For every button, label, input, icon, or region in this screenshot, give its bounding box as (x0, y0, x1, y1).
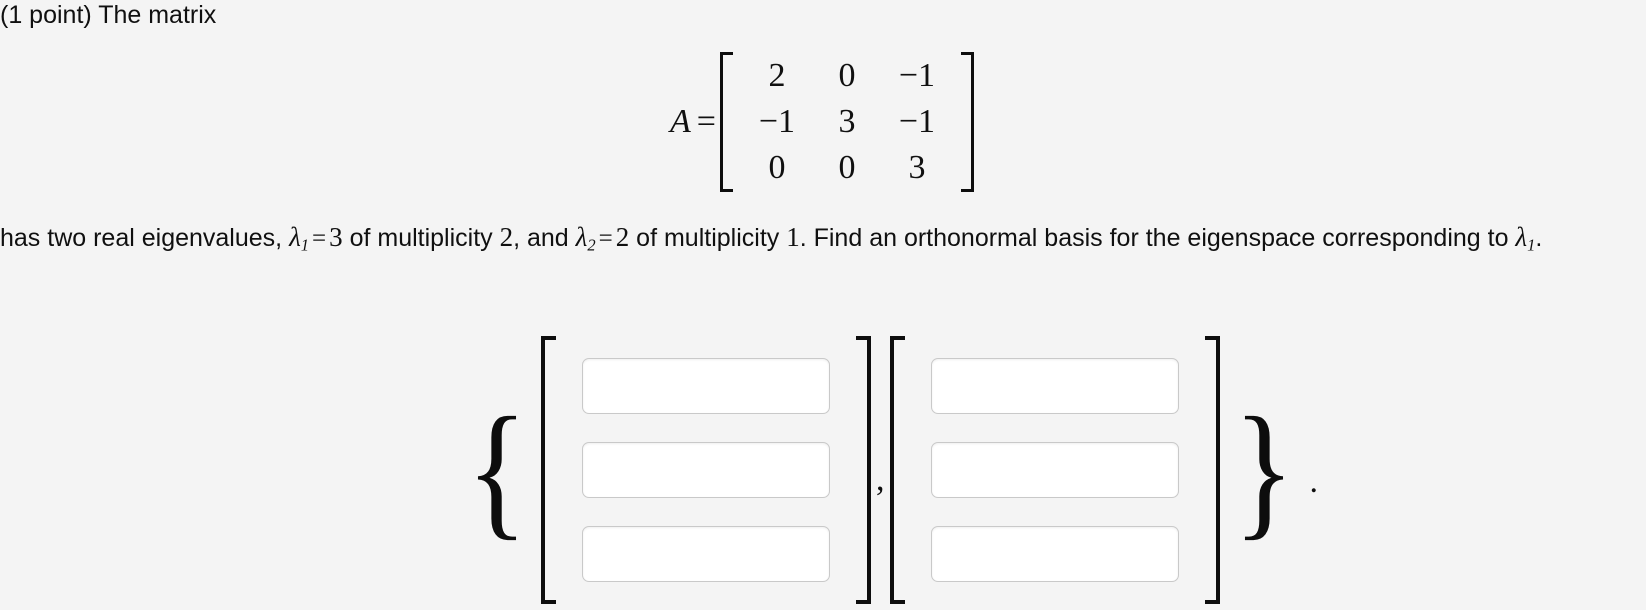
set-close-brace: } (1232, 387, 1295, 553)
multiplicity-2: 1 (786, 222, 800, 252)
page-title: (1 point) The matrix (0, 1, 217, 29)
answer-vector-1 (539, 336, 873, 604)
lambda2-symbol: λ (575, 222, 588, 252)
statement-part-4: of multiplicity (629, 224, 787, 252)
matrix-equation: A= 2 0 −1 −1 3 −1 0 0 3 (670, 52, 974, 192)
vector-2-entry-1[interactable] (930, 358, 1179, 414)
matrix-cell-r2c3: −1 (898, 103, 936, 140)
matrix-cell-r1c1: 2 (768, 57, 786, 94)
matrix-close-bracket (958, 52, 974, 192)
lambda1-subscript: 1 (300, 235, 310, 255)
set-open-brace: { (466, 387, 528, 553)
vector-2-entry-3[interactable] (930, 526, 1179, 582)
equals-sign: = (696, 103, 716, 140)
matrix-cell-r2c2: 3 (838, 103, 856, 140)
matrix-cell-r1c3: −1 (898, 57, 936, 94)
matrix-cell-r1c2: 0 (838, 57, 856, 94)
matrix-body: 2 0 −1 −1 3 −1 0 0 3 (736, 51, 958, 193)
vector-1-fields (556, 336, 856, 604)
lambda1-symbol: λ (289, 222, 301, 252)
lambda1-value: 3 (329, 222, 343, 252)
vector-2-open-bracket (888, 336, 905, 604)
statement-part-3: , and (513, 224, 576, 252)
vector-2-entry-2[interactable] (930, 442, 1179, 498)
lambda-reference-subscript: 1 (1527, 235, 1536, 255)
equals-2: = (598, 225, 613, 252)
matrix-cell-r3c2: 0 (838, 149, 856, 186)
answer-vector-2 (888, 336, 1222, 604)
matrix-open-bracket (719, 52, 736, 192)
matrix-name: A (670, 103, 691, 140)
lambda-reference-symbol: λ (1515, 222, 1528, 252)
statement-part-6: . (1535, 224, 1543, 252)
vector-1-entry-2[interactable] (582, 442, 830, 498)
statement-part-1: has two real eigenvalues, (0, 224, 290, 252)
matrix-cell-r3c3: 3 (908, 149, 926, 186)
matrix-label: A= (670, 103, 716, 141)
answer-terminator-period: . (1309, 463, 1319, 500)
vector-1-close-bracket (856, 336, 873, 604)
answer-area: { , } . (455, 330, 1318, 610)
matrix-cell-r3c1: 0 (768, 149, 786, 186)
vector-2-fields (905, 336, 1205, 604)
equals-1: = (312, 225, 327, 252)
vector-1-open-bracket (539, 336, 556, 604)
matrix-cell-r2c1: −1 (758, 103, 796, 140)
problem-statement: has two real eigenvalues, λ1=3 of multip… (0, 218, 1600, 265)
statement-part-2: of multiplicity (342, 224, 500, 252)
lambda2-value: 2 (615, 222, 630, 252)
statement-part-5: . Find an orthonormal basis for the eige… (799, 224, 1516, 252)
lambda2-subscript: 2 (587, 235, 596, 255)
vector-separator-comma: , (876, 461, 885, 498)
vector-1-entry-3[interactable] (582, 526, 830, 582)
vector-1-entry-1[interactable] (582, 358, 830, 414)
vector-2-close-bracket (1204, 336, 1222, 604)
multiplicity-1: 2 (499, 222, 514, 252)
